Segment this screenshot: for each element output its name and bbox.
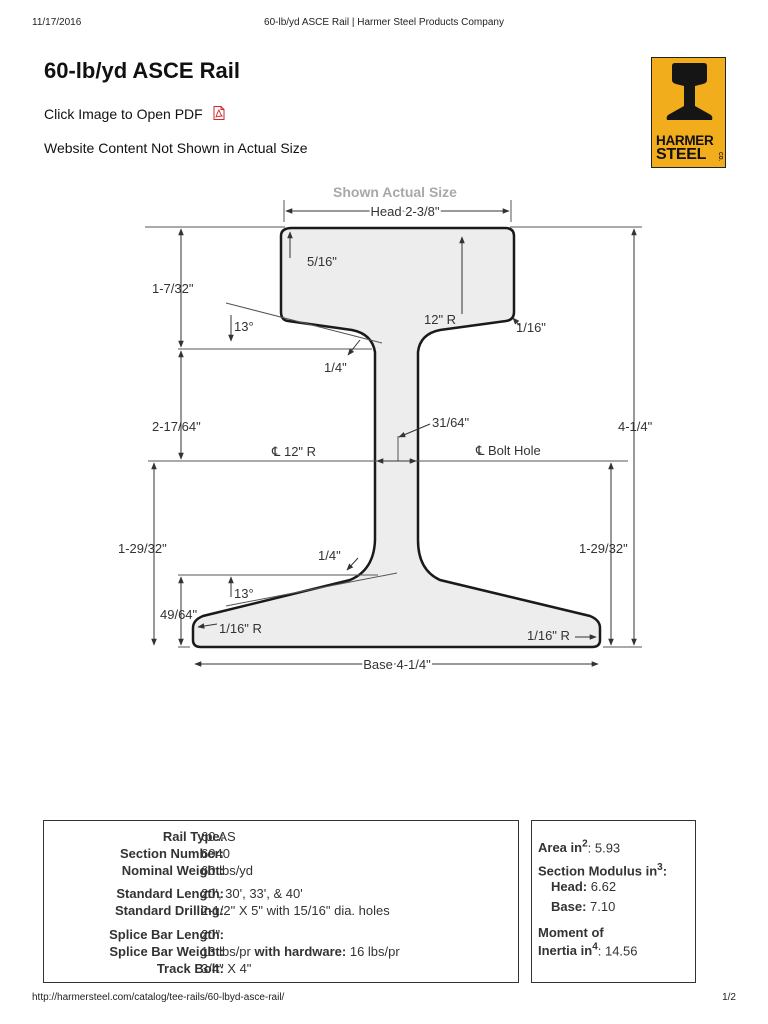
area-label: Area in2 [538, 839, 588, 856]
spec-row-splice-bar-weight: Splice Bar Weight: 13 lbs/pr with hardwa… [44, 944, 518, 961]
label-upper-fillet: 1/4" [324, 360, 347, 375]
label-head-corner: 5/16" [307, 254, 337, 269]
spec-value: 60 lbs/yd [201, 863, 254, 878]
label-bolt-hole: ℄ Bolt Hole [475, 443, 541, 458]
modulus-base-value: 7.10 [590, 899, 616, 914]
page-title: 60-lb/yd ASCE Rail [44, 58, 241, 83]
label-head-radius: 12" R [424, 312, 456, 327]
label-bolt-height-right: 1-29/32" [579, 541, 628, 556]
label-web-radius: ℄ 12" R [271, 444, 316, 459]
label-bolt-height-left: 1-29/32" [118, 541, 167, 556]
logo-co: CO. [717, 152, 723, 161]
label-head-angle: 13° [234, 319, 254, 334]
label-web-thickness: 31/64" [432, 415, 470, 430]
spec-row-standard-length: Standard Length: 20', 30', 33', & 40' [44, 886, 518, 903]
rail-logo-icon [666, 63, 713, 120]
spec-row-standard-drilling: Standard Drilling: 2-1/2" X 5" with 15/1… [44, 903, 518, 920]
spec-label: Splice Bar Weight: [109, 944, 224, 959]
rail-specs-box: Rail Type: 60 AS Section Number: 6040 No… [43, 820, 519, 983]
modulus-head-label: Head: [551, 879, 588, 894]
logo-word-steel: STEEL [656, 146, 707, 163]
pdf-icon [213, 106, 225, 120]
modulus-base-label: Base: [551, 899, 587, 914]
label-base-width-bg: Base 4-1/4" [363, 657, 431, 672]
spec-value: 13 lbs/pr with hardware: 16 lbs/pr [201, 944, 400, 959]
size-note: Website Content Not Shown in Actual Size [44, 140, 308, 156]
inertia-line: Inertia in4: 14.56 [538, 942, 638, 958]
spec-value: 3/4" X 4" [201, 961, 252, 976]
label-base-right-radius: 1/16" R [527, 628, 570, 643]
print-page-title: 60-lb/yd ASCE Rail | Harmer Steel Produc… [264, 17, 504, 28]
rail-cross-section-drawing: Shown Actual Size [118, 184, 653, 674]
spec-label: Splice Bar Length: [109, 927, 224, 942]
logo-word-harmer: HARMER [656, 133, 714, 148]
spec-value-weight: 13 lbs/pr [201, 944, 255, 959]
spec-value: 20', 30', 33', & 40' [201, 886, 303, 901]
modulus-head-value: 6.62 [590, 879, 617, 894]
inertia-value: : 14.56 [597, 943, 638, 959]
print-page-number: 1/2 [722, 992, 736, 1003]
rail-profile [191, 226, 602, 649]
label-total-height: 4-1/4" [618, 419, 653, 434]
area-value: : 5.93 [587, 840, 621, 856]
moment-label: Moment of [538, 925, 604, 940]
open-pdf-label: Click Image to Open PDF [44, 106, 203, 122]
spec-value-hardware-weight: 16 lbs/pr [346, 944, 400, 959]
section-properties-box: Area in2: 5.93 Section Modulus in3: Head… [531, 820, 696, 983]
spec-row-nominal-weight: Nominal Weight: 60 lbs/yd [44, 863, 518, 880]
area-line: Area in2: 5.93 [538, 839, 620, 855]
spec-label: Rail Type: [162, 829, 224, 844]
print-date: 11/17/2016 [32, 17, 82, 28]
spec-value-hardware-label: with hardware: [254, 944, 347, 959]
inertia-label: Inertia in4 [538, 942, 598, 959]
label-upper-web-height: 2-17/64" [152, 419, 201, 434]
spec-label: Standard Drilling: [114, 903, 224, 918]
print-url: http://harmersteel.com/catalog/tee-rails… [32, 992, 285, 1003]
spec-label: Track Bolt: [156, 961, 224, 976]
spec-value: 2-1/2" X 5" with 15/16" dia. holes [201, 903, 390, 918]
label-base-angle: 13° [234, 586, 254, 601]
spec-value: 60 AS [201, 829, 236, 844]
label-head-width-text: Head 2-3/8" [371, 204, 440, 219]
spec-value: 6040 [201, 846, 230, 861]
spec-row-splice-bar-length: Splice Bar Length: 20" [44, 927, 518, 944]
open-pdf-link[interactable]: Click Image to Open PDF [44, 106, 225, 122]
label-head-height: 1-7/32" [152, 281, 194, 296]
spec-row-track-bolt: Track Bolt: 3/4" X 4" [44, 961, 518, 978]
label-base-width: Base 4-1/4" [363, 657, 431, 672]
drawing-caption: Shown Actual Size [333, 184, 457, 200]
spec-label: Section Number: [119, 846, 224, 861]
label-head-width: Head 2-3/8" [371, 204, 440, 219]
label-head-fillet: 1/16" [516, 320, 546, 335]
modulus-base-line: Base: 7.10 [551, 899, 615, 914]
spec-row-section-number: Section Number: 6040 [44, 846, 518, 863]
section-modulus-label: Section Modulus in3: [538, 862, 668, 879]
label-base-edge-height: 49/64" [160, 607, 198, 622]
spec-label: Standard Length: [116, 886, 224, 901]
spec-label: Nominal Weight: [121, 863, 224, 878]
label-base-left-radius: 1/16" R [219, 621, 262, 636]
modulus-head-line: Head: 6.62 [551, 879, 616, 894]
label-lower-fillet: 1/4" [318, 548, 341, 563]
spec-value: 20" [201, 927, 221, 942]
harmer-steel-logo: HARMER STEEL CO. [651, 57, 726, 168]
spec-row-rail-type: Rail Type: 60 AS [44, 829, 518, 846]
